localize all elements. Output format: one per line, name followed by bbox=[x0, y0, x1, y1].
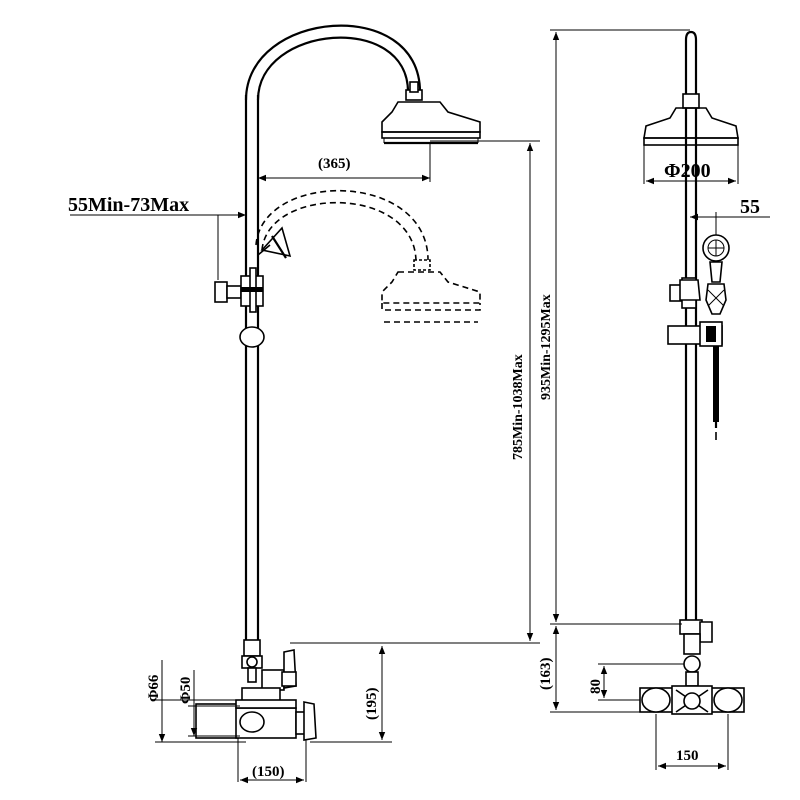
diameter-dimensions: Φ66 Φ50 bbox=[146, 660, 246, 743]
front-centres-label: 150 bbox=[676, 748, 699, 764]
side-bracket-ball bbox=[239, 326, 265, 348]
front-shower-head bbox=[643, 107, 739, 146]
side-centres-dimension: (150) bbox=[237, 738, 307, 784]
head-height-label: 785Min-1038Max bbox=[511, 354, 526, 460]
arm-adjust-dimension: 55Min-73Max bbox=[68, 194, 246, 280]
inner-diameter-label: Φ50 bbox=[178, 677, 194, 704]
side-centres-label: (150) bbox=[252, 764, 285, 780]
lower-shower-head-dashed bbox=[381, 271, 481, 323]
upper-gooseneck-arm bbox=[244, 24, 423, 101]
front-hose bbox=[713, 346, 719, 440]
valve-base-dimension: (163) bbox=[538, 626, 640, 713]
handset-offset-dimension: 55 bbox=[690, 196, 770, 240]
side-view: 55Min-73Max (365) 785Min-1038Max bbox=[68, 24, 540, 784]
side-riser-pipe bbox=[244, 95, 260, 640]
valve-height-label: (195) bbox=[364, 688, 380, 721]
front-handset bbox=[702, 234, 730, 315]
head-diameter-dimension: Φ200 bbox=[643, 145, 739, 185]
head-diameter-label: Φ200 bbox=[664, 160, 711, 182]
side-handset-holder bbox=[257, 226, 292, 259]
total-height-label: 935Min-1295Max bbox=[539, 294, 554, 400]
bracket-height-label: 80 bbox=[588, 679, 604, 694]
handset-offset-label: 55 bbox=[740, 196, 760, 218]
arm-adjust-label: 55Min-73Max bbox=[68, 194, 189, 216]
head-reach-label: (365) bbox=[318, 156, 351, 172]
front-diverter bbox=[667, 277, 723, 347]
lower-gooseneck-arm-dashed bbox=[255, 189, 431, 271]
valve-base-label: (163) bbox=[538, 658, 554, 691]
bracket-height-dimension: 80 bbox=[588, 663, 684, 701]
outer-diameter-label: Φ66 bbox=[146, 674, 162, 702]
front-valve bbox=[639, 619, 745, 715]
head-height-dimension: 785Min-1038Max bbox=[290, 140, 540, 644]
upper-shower-head bbox=[381, 101, 481, 145]
total-height-dimension: 935Min-1295Max bbox=[539, 29, 690, 625]
side-diverter-lever bbox=[214, 267, 264, 313]
front-centres-dimension: 150 bbox=[655, 714, 729, 770]
side-valve-body bbox=[195, 639, 317, 741]
front-view: Φ200 55 bbox=[538, 29, 770, 770]
valve-height-dimension: (195) bbox=[310, 646, 392, 743]
head-reach-dimension: (365) bbox=[258, 143, 431, 182]
